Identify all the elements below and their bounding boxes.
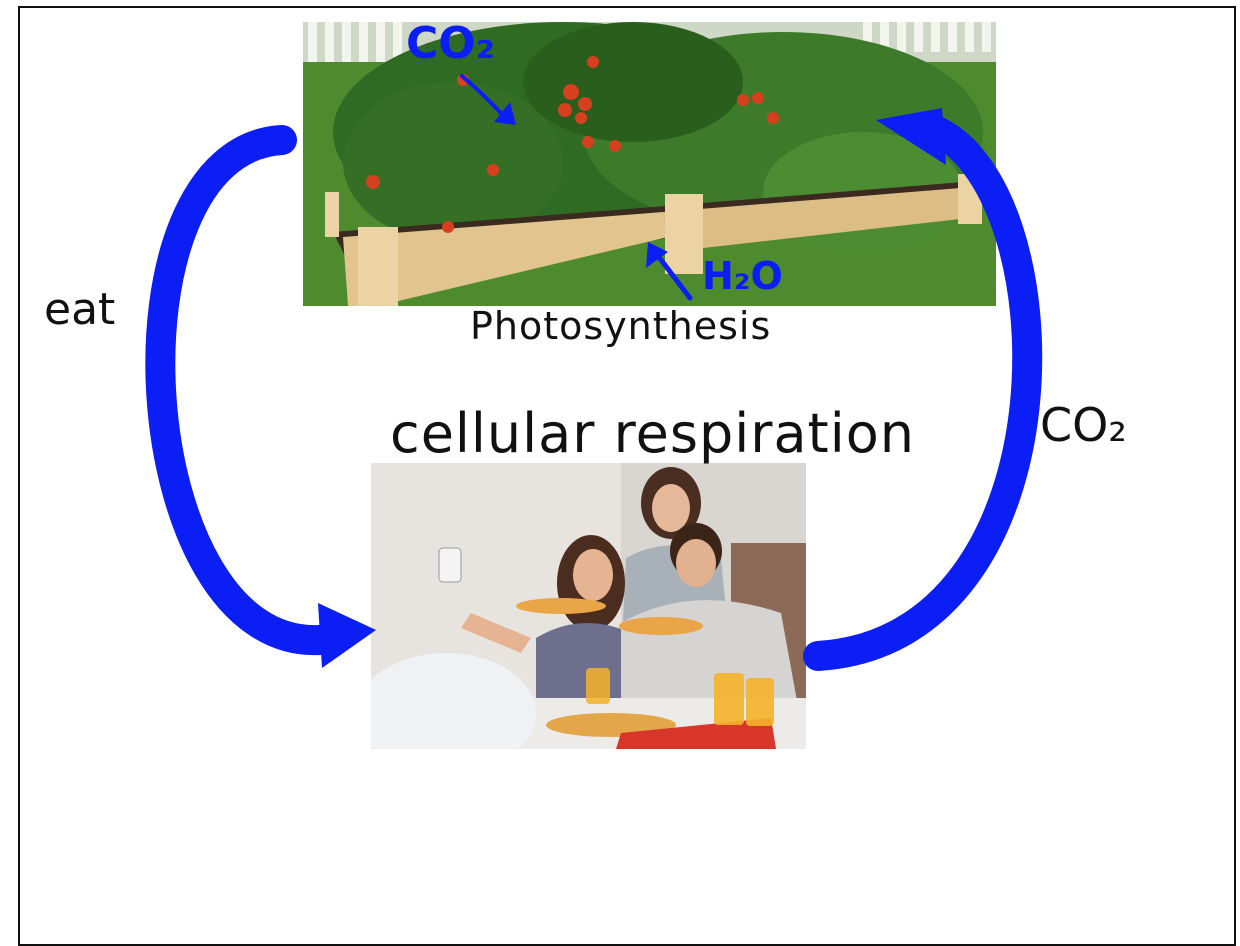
eat-label: eat [44,284,115,335]
photosynthesis-label: Photosynthesis [470,304,771,348]
co2-label: CO₂ [1040,398,1127,452]
people-eating-pizza-photo [371,463,806,749]
photo-h2o-label: H₂O [702,254,783,298]
cellular-respiration-label: cellular respiration [390,402,915,465]
photo-co2-label: CO₂ [406,18,495,69]
people-eating-illustration [371,463,806,749]
